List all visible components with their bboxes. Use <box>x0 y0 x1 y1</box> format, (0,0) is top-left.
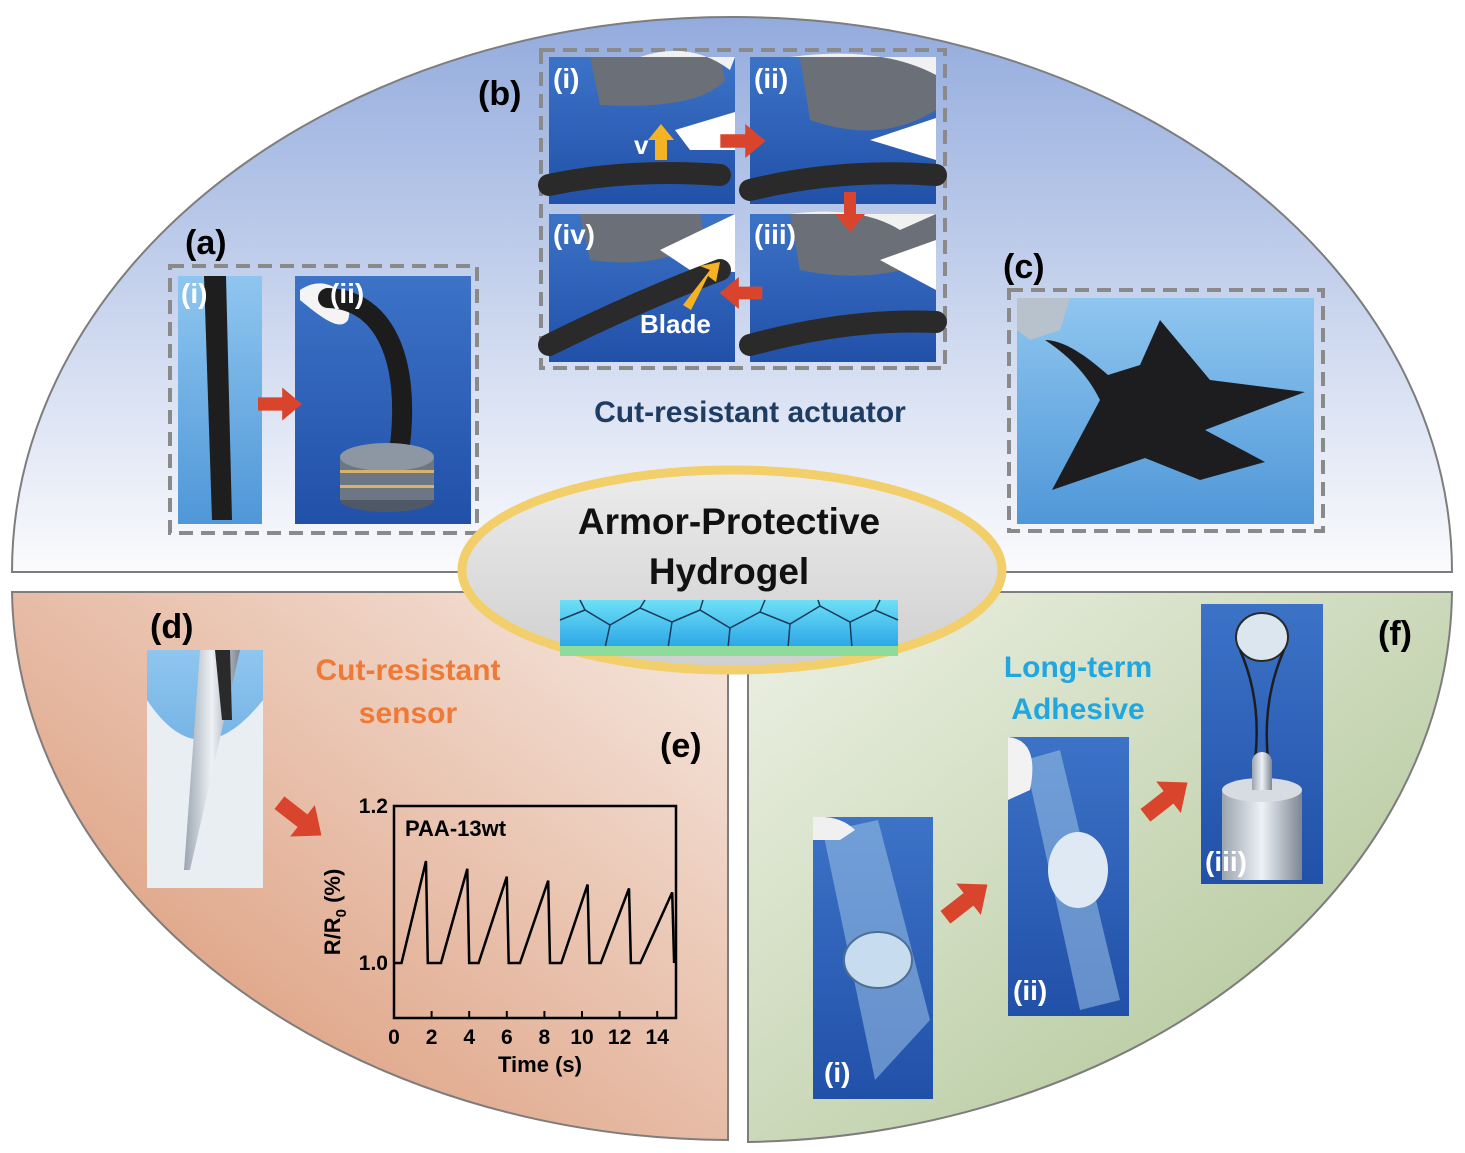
chart-series-line <box>394 860 676 965</box>
panel-d-label: (d) <box>150 608 193 646</box>
chart-x-tick-label: 14 <box>646 1026 670 1049</box>
panel-b-sub-iv: (iv) <box>553 219 595 250</box>
photo-b-iv <box>538 214 735 362</box>
chart-ylabel-subscript: 0 <box>333 909 350 917</box>
panel-c-dashed-frame <box>1007 288 1325 533</box>
chart-xlabel: Time (s) <box>498 1052 582 1077</box>
chart-y-tick-label: 1.0 <box>359 952 388 975</box>
adhesive-caption-line1: Long-term <box>1004 651 1152 684</box>
panel-b-sub-i: (i) <box>553 63 579 94</box>
chart-x-tick-label: 6 <box>501 1026 513 1049</box>
photo-c-starfish <box>1017 298 1314 524</box>
panel-a-dashed-frame <box>168 264 479 535</box>
photo-f-i <box>813 816 933 1099</box>
panel-f-sub-ii: (ii) <box>1013 975 1047 1006</box>
photo-a-ii <box>295 276 471 524</box>
blade-arrow-icon <box>683 262 720 310</box>
actuator-caption: Cut-resistant actuator <box>594 396 906 429</box>
panel-b-sub-ii: (ii) <box>754 63 788 94</box>
photo-d-blade-on-hydrogel <box>147 650 263 888</box>
panel-b-sub-iii: (iii) <box>754 219 796 250</box>
photo-b-i <box>538 50 735 204</box>
photo-b-iii <box>739 211 947 362</box>
center-title-line2: Hydrogel <box>649 551 809 592</box>
panel-b-dashed-frame <box>539 48 947 370</box>
chart-ylabel: R/R0 (%) <box>320 869 350 956</box>
velocity-label: v <box>634 130 649 160</box>
chart-x-tick-label: 4 <box>463 1026 475 1049</box>
chart-x-tick-label: 2 <box>426 1026 438 1049</box>
panel-f-sub-i: (i) <box>824 1057 850 1088</box>
panel-f-label: (f) <box>1378 615 1412 653</box>
sensor-caption-line2: sensor <box>359 697 458 730</box>
photo-a-i <box>178 276 262 524</box>
chart-ylabel-main: R/R <box>320 917 345 955</box>
photo-f-iii <box>1201 604 1323 884</box>
panel-a-label: (a) <box>185 224 227 262</box>
panel-c-label: (c) <box>1003 248 1045 286</box>
chart-plot-frame <box>392 804 678 1020</box>
photo-b-ii <box>739 53 947 204</box>
panel-b-label: (b) <box>478 75 521 113</box>
photo-f-ii <box>1008 737 1129 1016</box>
chart-x-tick-label: 10 <box>570 1026 593 1049</box>
panel-a-sub-i: (i) <box>181 278 207 309</box>
blade-label: Blade <box>640 309 711 339</box>
hydrogel-cell-pattern <box>559 599 899 656</box>
chart-x-tick-label: 12 <box>608 1026 631 1049</box>
chart-x-tick-label: 8 <box>539 1026 551 1049</box>
chart-x-tick-label: 0 <box>388 1026 400 1049</box>
chart-ylabel-unit: (%) <box>320 869 345 909</box>
panel-f-sub-iii: (iii) <box>1205 846 1247 877</box>
chart-y-tick-label: 1.2 <box>359 795 388 818</box>
adhesive-caption-line2: Adhesive <box>1011 693 1144 726</box>
sensor-caption-line1: Cut-resistant <box>315 654 500 687</box>
chart-annotation: PAA-13wt <box>405 816 507 841</box>
panel-e-label: (e) <box>660 727 702 765</box>
panel-a-sub-ii: (ii) <box>330 278 364 309</box>
center-title-line1: Armor-Protective <box>578 501 880 542</box>
